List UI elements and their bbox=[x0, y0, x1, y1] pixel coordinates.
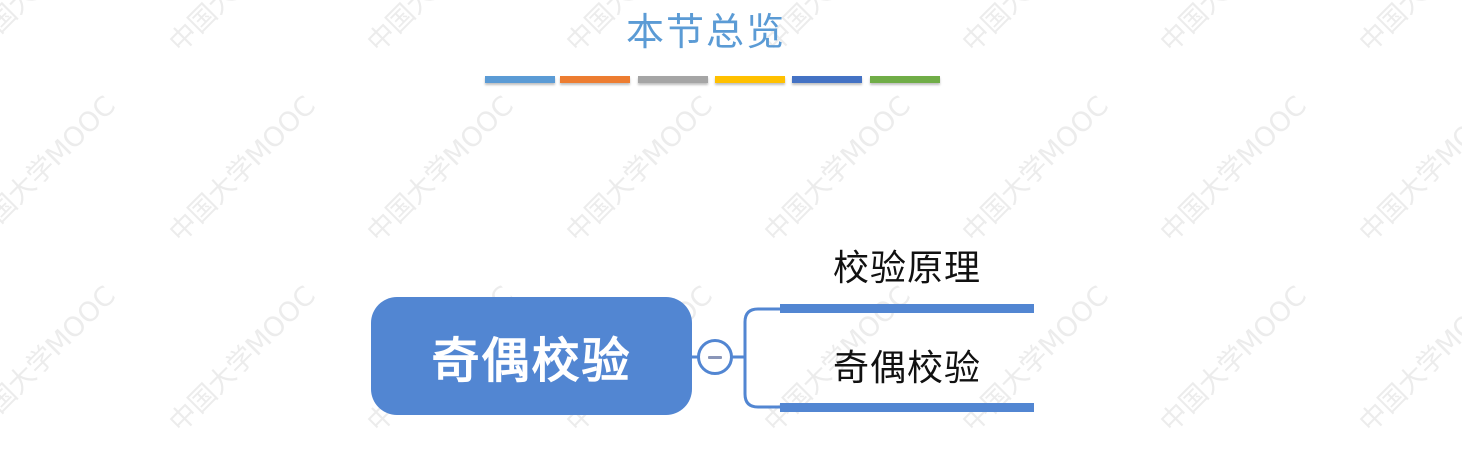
watermark-text: 中国大学MOOC bbox=[1353, 90, 1462, 249]
watermark-text: 中国大学MOOC bbox=[560, 90, 719, 249]
watermark-text: 中国大学MOOC bbox=[956, 90, 1115, 249]
watermark-text: 中国大学MOOC bbox=[0, 280, 122, 439]
watermark-text: 中国大学MOOC bbox=[1155, 0, 1313, 59]
branch-underline-principle bbox=[780, 304, 1034, 313]
watermark-text: 中国大学MOOC bbox=[163, 90, 322, 249]
slide-title: 本节总览 bbox=[625, 10, 786, 54]
watermark-text: 中国大学MOOC bbox=[1353, 280, 1462, 439]
central-topic-label: 奇偶校验 bbox=[431, 333, 632, 389]
watermark-text: 中国大学MOOC bbox=[957, 0, 1115, 59]
watermark-text: 中国大学MOOC bbox=[1354, 0, 1462, 59]
divider-bar-orange bbox=[560, 76, 630, 83]
watermark-text: 中国大学MOOC bbox=[164, 0, 322, 59]
divider-bar-gray bbox=[638, 76, 708, 83]
branch-label-parity-check[interactable]: 奇偶校验 bbox=[832, 348, 981, 389]
branch-label-principle[interactable]: 校验原理 bbox=[832, 248, 981, 289]
collapse-button[interactable] bbox=[697, 339, 733, 375]
central-topic-node[interactable]: 奇偶校验 bbox=[371, 297, 692, 415]
watermark-text: 中国大学MOOC bbox=[1154, 90, 1313, 249]
watermark-text: 中国大学MOOC bbox=[0, 90, 122, 249]
watermark-text: 中国大学MOOC bbox=[361, 90, 520, 249]
watermark-text: 中国大学MOOC bbox=[1154, 280, 1313, 439]
divider-bar-green bbox=[870, 76, 940, 83]
minus-icon bbox=[708, 355, 722, 359]
divider-bar-yellow bbox=[715, 76, 785, 83]
divider-bar-blue bbox=[792, 76, 862, 83]
watermark-text: 中国大学MOOC bbox=[758, 90, 917, 249]
divider-bar-light-blue bbox=[485, 76, 555, 83]
watermark-text: 中国大学MOOC bbox=[362, 0, 520, 59]
watermark-text: 中国大学MOOC bbox=[0, 0, 122, 59]
branch-underline-parity-check bbox=[780, 403, 1034, 412]
watermark-text: 中国大学MOOC bbox=[163, 280, 322, 439]
